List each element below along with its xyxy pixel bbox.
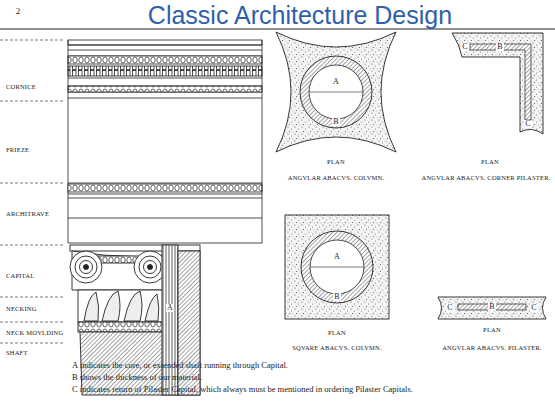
note: A indicates the core, or extended shaft …: [72, 361, 288, 370]
callout-letter: B: [496, 43, 503, 52]
note: C indicates return of Pilaster Capital, …: [72, 385, 413, 394]
plan-caption: SQVARE ABACVS. COLVMN.: [292, 344, 382, 351]
callout-letter: C: [530, 304, 537, 313]
part-name: ARCHITRAVE: [6, 210, 49, 217]
callout-letter: C: [524, 120, 531, 129]
callout-letter: B: [332, 118, 339, 127]
page-number: 2: [16, 7, 21, 17]
part-name: NECK MOVLDING: [6, 329, 63, 336]
part-name: NECKING: [6, 305, 37, 312]
part-name: CAPITAL: [6, 272, 34, 279]
plan-label: PLAN: [483, 326, 501, 333]
plan-caption: ANGVLAR ABACVS. CORNER PILASTER.: [421, 174, 550, 181]
callout-letter: A: [332, 78, 340, 87]
callout-letter: A: [166, 304, 174, 313]
plan-label: PLAN: [327, 158, 345, 165]
plan-label: PLAN: [481, 158, 499, 165]
callout-letter: C: [446, 304, 453, 313]
page-title: Classic Architecture Design: [148, 2, 452, 30]
part-name: CORNICE: [6, 83, 36, 90]
plan-caption: ANGVLAR ABACVS. PILASTER.: [442, 344, 542, 351]
part-name: FRIEZE: [6, 146, 29, 153]
plan-caption: ANGVLAR ABACVS. COLVMN.: [288, 174, 384, 181]
callout-letter: C: [461, 43, 468, 52]
part-name: SHAFT: [6, 349, 28, 356]
callout-letter: B: [333, 293, 340, 302]
callout-letter: A: [333, 253, 341, 262]
callout-letter: B: [488, 303, 495, 312]
note: B shows the thickness of our material.: [72, 373, 202, 382]
plan-label: PLAN: [328, 329, 346, 336]
